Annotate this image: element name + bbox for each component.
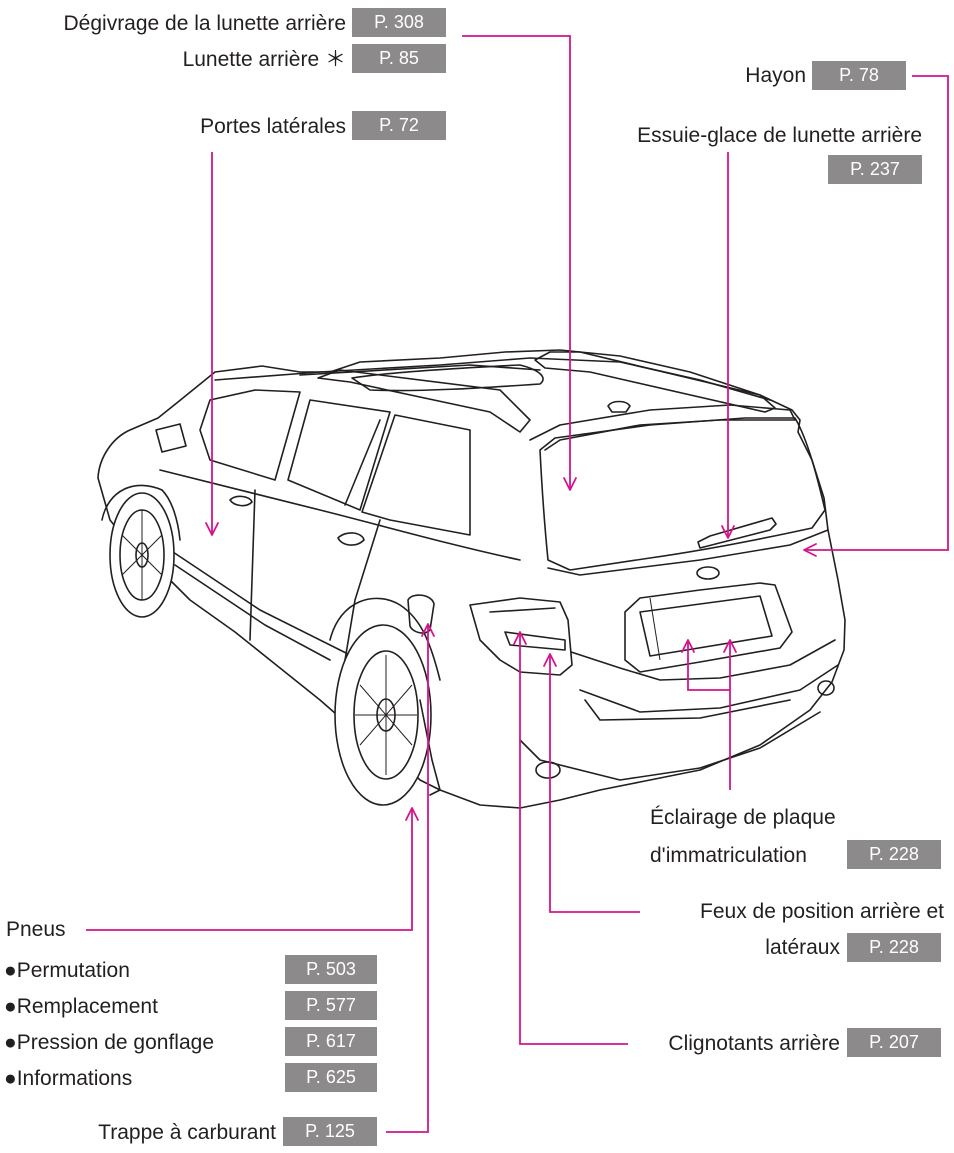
page-ref-degivrage[interactable]: P. 308	[352, 8, 446, 37]
pneus-item-pression: ●Pression de gonflage	[4, 1030, 214, 1056]
page-ref-essuie[interactable]: P. 237	[828, 155, 922, 184]
asterisk-mark: ＊	[325, 48, 346, 71]
callout-label-trappe: Trappe à carburant	[98, 1121, 276, 1144]
suv-body	[97, 349, 846, 809]
bullet-icon: ●	[4, 995, 17, 1018]
page-ref-trappe[interactable]: P. 125	[283, 1117, 377, 1146]
pneus-item-label: Permutation	[16, 959, 130, 982]
lunette-label-text: Lunette arrière	[182, 48, 320, 71]
callout-label-eclairage-line2: d'immatriculation	[650, 844, 807, 867]
callout-label-clignotants: Clignotants arrière	[668, 1032, 840, 1055]
pneus-item-label: Informations	[16, 1067, 133, 1090]
page-ref-pression[interactable]: P. 617	[285, 1027, 377, 1056]
pneus-item-label: Remplacement	[16, 995, 158, 1018]
page-ref-informations[interactable]: P. 625	[285, 1063, 377, 1092]
callout-label-portes: Portes latérales	[200, 115, 346, 138]
callout-label-lunette: Lunette arrière ＊	[0, 47, 346, 73]
callout-label-feux-line2: latéraux	[765, 936, 840, 959]
pneus-item-remplacement: ●Remplacement	[4, 994, 158, 1020]
page-ref-remplacement[interactable]: P. 577	[285, 991, 377, 1020]
page-ref-clignotants[interactable]: P. 207	[847, 1028, 941, 1057]
page-ref-hayon[interactable]: P. 78	[812, 61, 906, 90]
page-ref-portes[interactable]: P. 72	[352, 111, 446, 140]
pneus-title: Pneus	[6, 918, 66, 941]
callout-label-feux-line1: Feux de position arrière et	[700, 900, 944, 923]
page-ref-lunette[interactable]: P. 85	[352, 44, 446, 73]
page-ref-permutation[interactable]: P. 503	[285, 955, 377, 984]
leader-lines	[86, 35, 949, 1133]
bullet-icon: ●	[4, 959, 17, 982]
bullet-icon: ●	[4, 1067, 17, 1090]
pneus-item-informations: ●Informations	[4, 1066, 132, 1092]
page-ref-feux[interactable]: P. 228	[847, 933, 941, 962]
callout-label-eclairage-line1: Éclairage de plaque	[650, 806, 836, 829]
page-ref-eclairage[interactable]: P. 228	[847, 840, 941, 869]
pneus-item-permutation: ●Permutation	[4, 958, 130, 984]
callout-label-essuie: Essuie-glace de lunette arrière	[637, 124, 922, 147]
callout-label-hayon: Hayon	[745, 64, 806, 87]
pneus-item-label: Pression de gonflage	[16, 1031, 214, 1054]
bullet-icon: ●	[4, 1031, 17, 1054]
callout-label-degivrage: Dégivrage de la lunette arrière	[63, 12, 347, 35]
